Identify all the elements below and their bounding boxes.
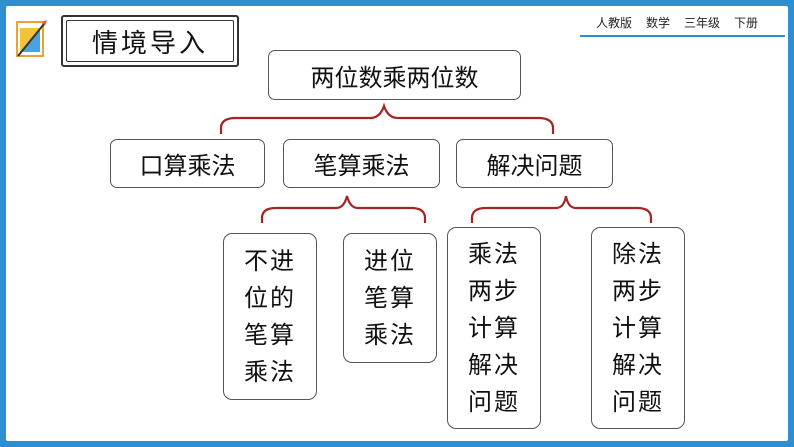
leaf-carry: 进位 笔算 乘法 — [343, 233, 437, 363]
leaf-div-two-step: 除法 两步 计算 解决 问题 — [591, 227, 685, 429]
branch-written: 笔算乘法 — [283, 139, 440, 188]
leaf-line: 计算 — [612, 313, 664, 342]
section-title-box: 情境导入 — [61, 15, 239, 67]
leaf-line: 除法 — [612, 239, 664, 268]
leaf-line: 进位 — [364, 246, 416, 275]
connector-root — [219, 102, 555, 134]
branch-oral: 口算乘法 — [110, 139, 265, 188]
connector-written — [260, 195, 427, 223]
leaf-line: 计算 — [468, 313, 520, 342]
leaf-line: 乘法 — [364, 320, 416, 349]
leaf-line: 问题 — [468, 387, 520, 416]
leaf-line: 解决 — [612, 350, 664, 379]
leaf-line: 不进 — [244, 246, 296, 275]
leaf-line: 乘法 — [244, 357, 296, 386]
publisher-label: 人教版 — [596, 16, 633, 30]
root-node: 两位数乘两位数 — [268, 50, 521, 100]
grade-label: 三年级 — [684, 16, 721, 30]
leaf-line: 笔算 — [244, 320, 296, 349]
leaf-line: 问题 — [612, 387, 664, 416]
leaf-line: 解决 — [468, 350, 520, 379]
leaf-line: 笔算 — [364, 283, 416, 312]
leaf-line: 两步 — [468, 276, 520, 305]
course-meta: 人教版 数学 三年级 下册 — [596, 14, 758, 31]
leaf-line: 两步 — [612, 276, 664, 305]
meta-underline — [580, 35, 785, 37]
volume-label: 下册 — [734, 16, 759, 30]
leaf-line: 位的 — [244, 283, 296, 312]
section-title: 情境导入 — [91, 28, 208, 59]
leaf-mult-two-step: 乘法 两步 计算 解决 问题 — [447, 227, 541, 429]
leaf-line: 乘法 — [468, 239, 520, 268]
connector-solve — [470, 195, 653, 223]
subject-label: 数学 — [646, 16, 671, 30]
branch-solve: 解决问题 — [456, 139, 613, 188]
leaf-no-carry: 不进 位的 笔算 乘法 — [223, 233, 317, 400]
pencil-logo-icon — [16, 20, 47, 57]
